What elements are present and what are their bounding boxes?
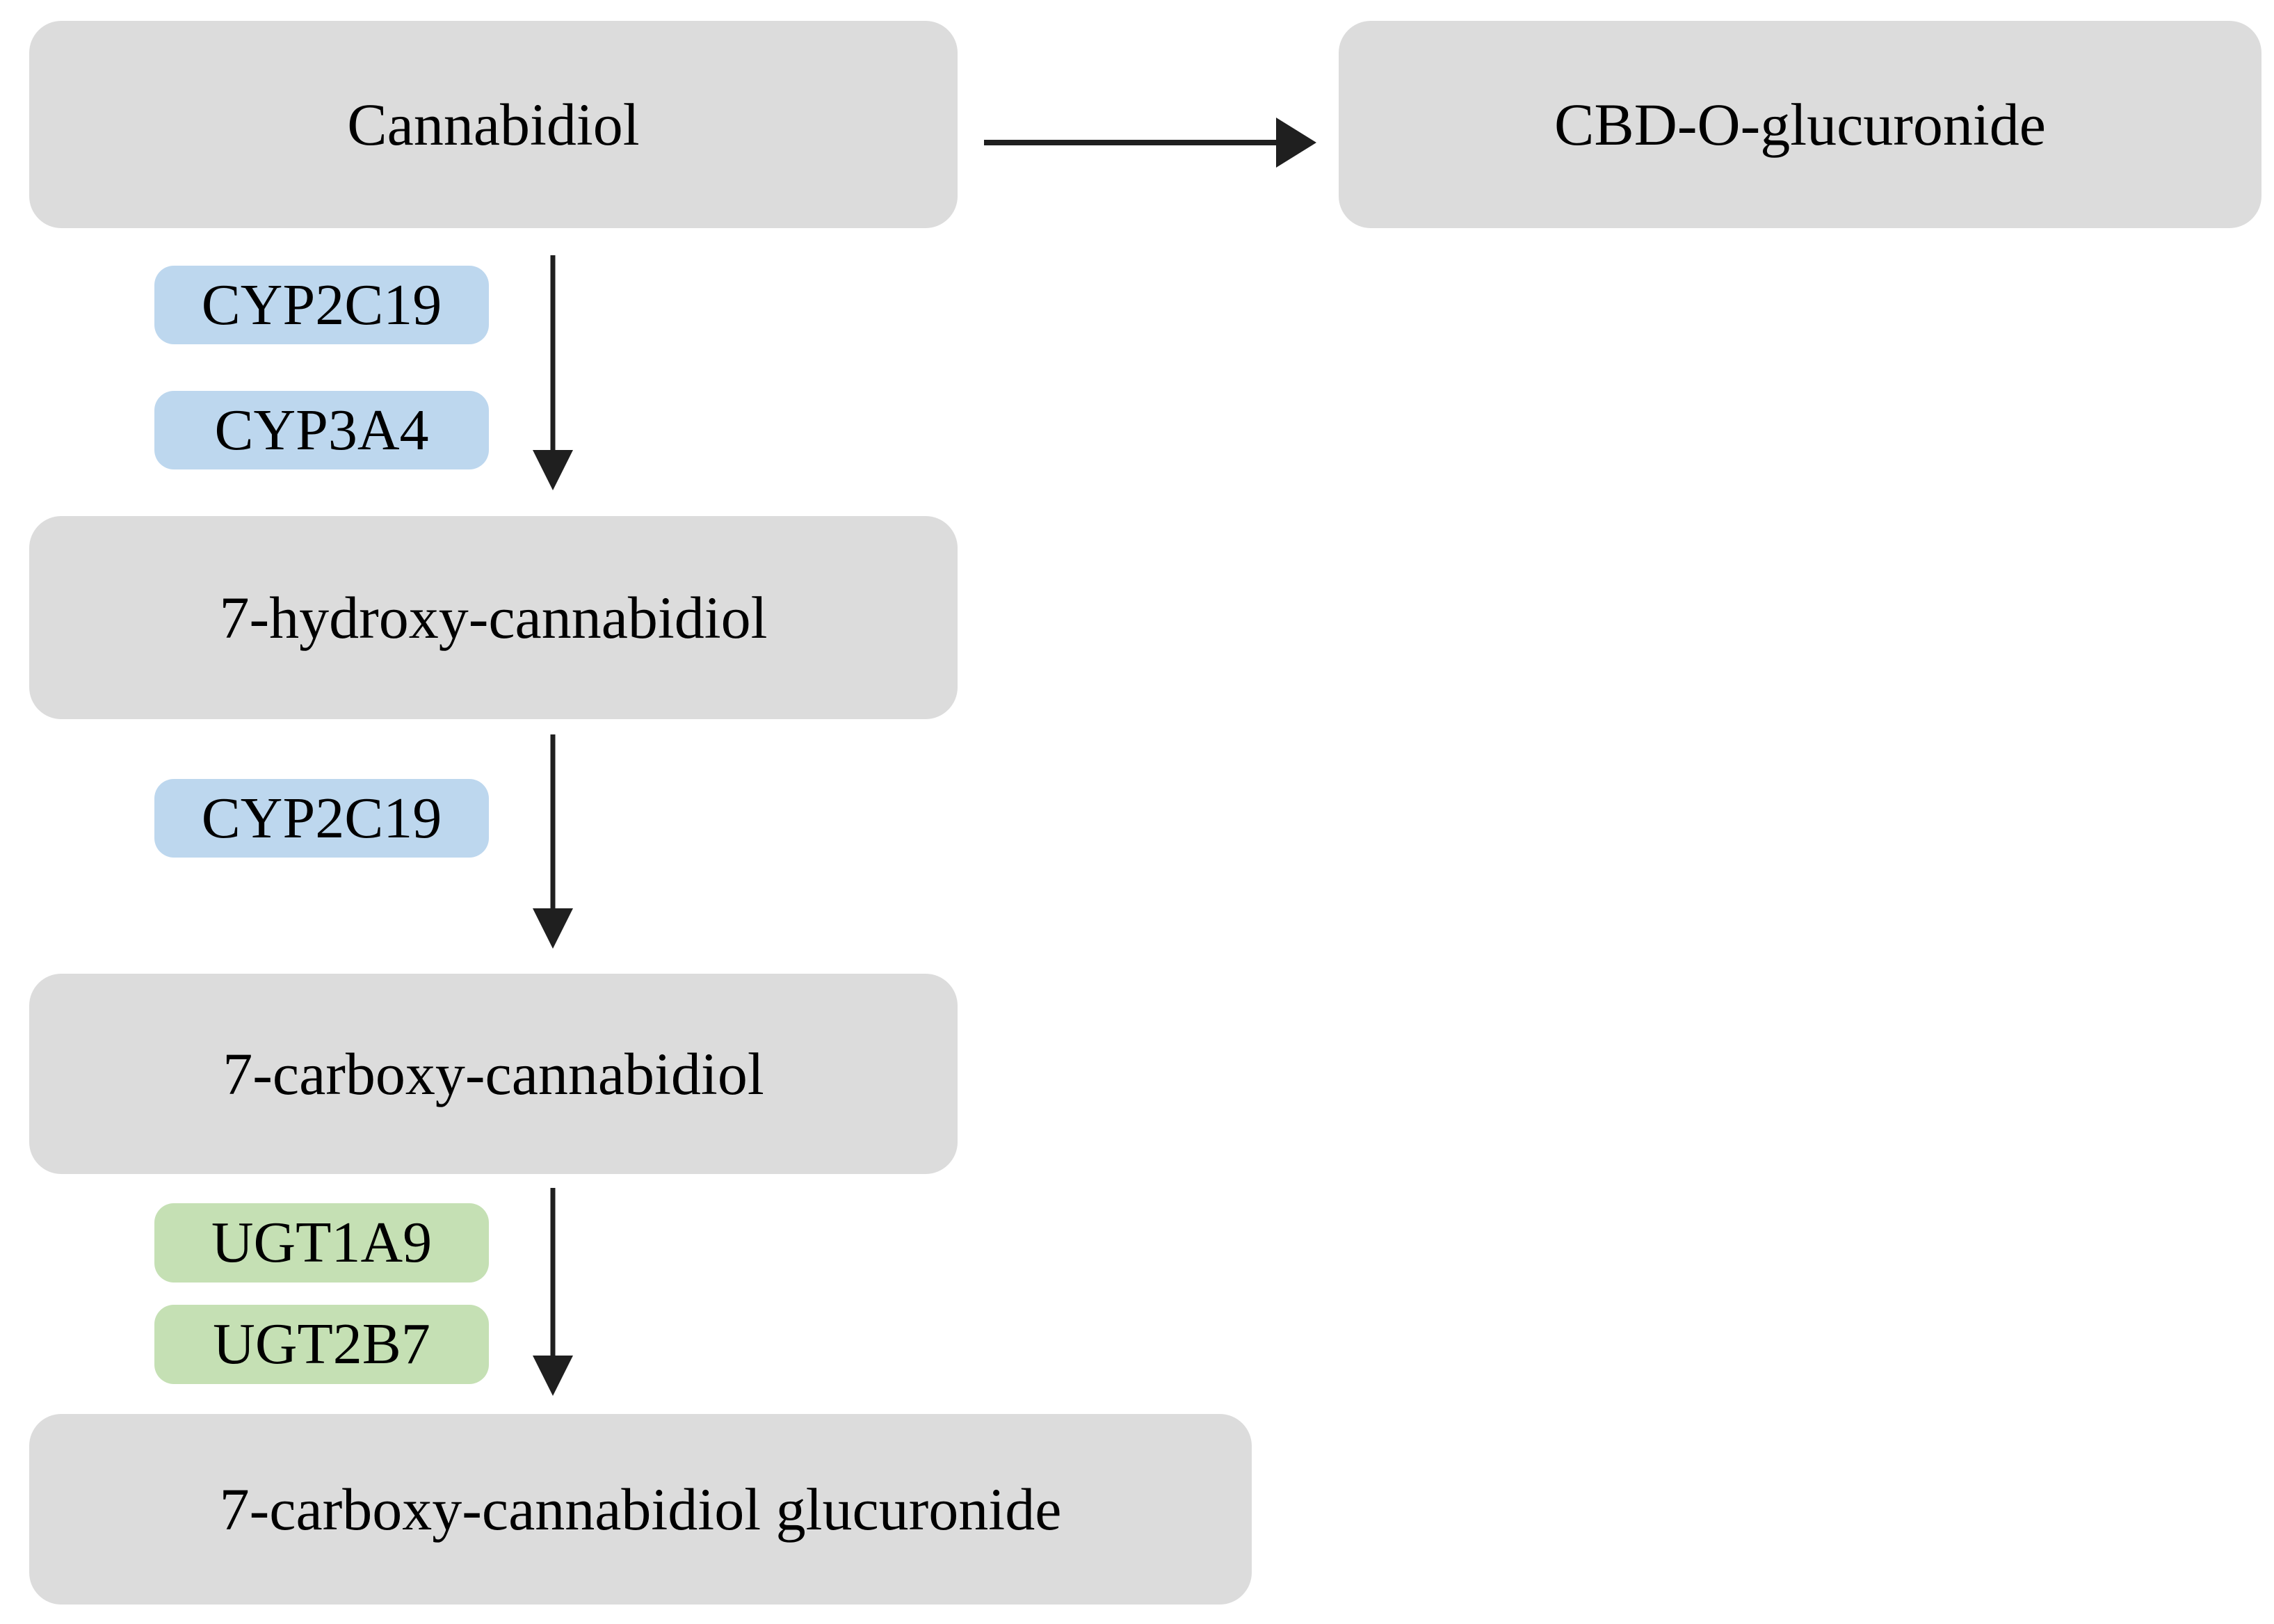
node-cbd-o-glucuronide: CBD-O-glucuronide	[1339, 21, 2261, 228]
node-7-hydroxy-cannabidiol-label: 7-hydroxy-cannabidiol	[219, 584, 768, 651]
enzyme-badge-cyp3a4-step1: CYP3A4	[154, 391, 489, 469]
enzyme-badge-ugt2b7-step3: UGT2B7	[154, 1305, 489, 1384]
node-7-carboxy-cannabidiol: 7-carboxy-cannabidiol	[29, 974, 958, 1174]
arrow-7-hydroxy-to-7-carboxy-icon	[533, 734, 573, 949]
enzyme-badge-cyp2c19-step2-label: CYP2C19	[201, 785, 442, 851]
node-7-carboxy-cannabidiol-label: 7-carboxy-cannabidiol	[223, 1040, 764, 1107]
enzyme-badge-cyp2c19-step1-label: CYP2C19	[201, 272, 442, 337]
enzyme-badge-ugt1a9-step3-label: UGT1A9	[211, 1210, 433, 1275]
enzyme-badge-cyp3a4-step1-label: CYP3A4	[214, 397, 429, 463]
arrow-cannabidiol-to-7-hydroxy-icon	[533, 255, 573, 490]
node-7-hydroxy-cannabidiol: 7-hydroxy-cannabidiol	[29, 516, 958, 719]
node-cbd-o-glucuronide-label: CBD-O-glucuronide	[1554, 91, 2046, 158]
arrow-cannabidiol-to-cbd-o-glucuronide-icon	[984, 118, 1316, 168]
enzyme-badge-cyp2c19-step1: CYP2C19	[154, 266, 489, 344]
enzyme-badge-cyp2c19-step2: CYP2C19	[154, 779, 489, 858]
arrow-7-carboxy-to-glucuronide-icon	[533, 1188, 573, 1396]
node-cannabidiol: Cannabidiol	[29, 21, 958, 228]
enzyme-badge-ugt2b7-step3-label: UGT2B7	[213, 1312, 430, 1376]
node-cannabidiol-label: Cannabidiol	[347, 91, 640, 158]
node-7-carboxy-cannabidiol-glucuronide: 7-carboxy-cannabidiol glucuronide	[29, 1414, 1252, 1605]
enzyme-badge-ugt1a9-step3: UGT1A9	[154, 1203, 489, 1283]
node-7-carboxy-cannabidiol-glucuronide-label: 7-carboxy-cannabidiol glucuronide	[219, 1476, 1062, 1543]
